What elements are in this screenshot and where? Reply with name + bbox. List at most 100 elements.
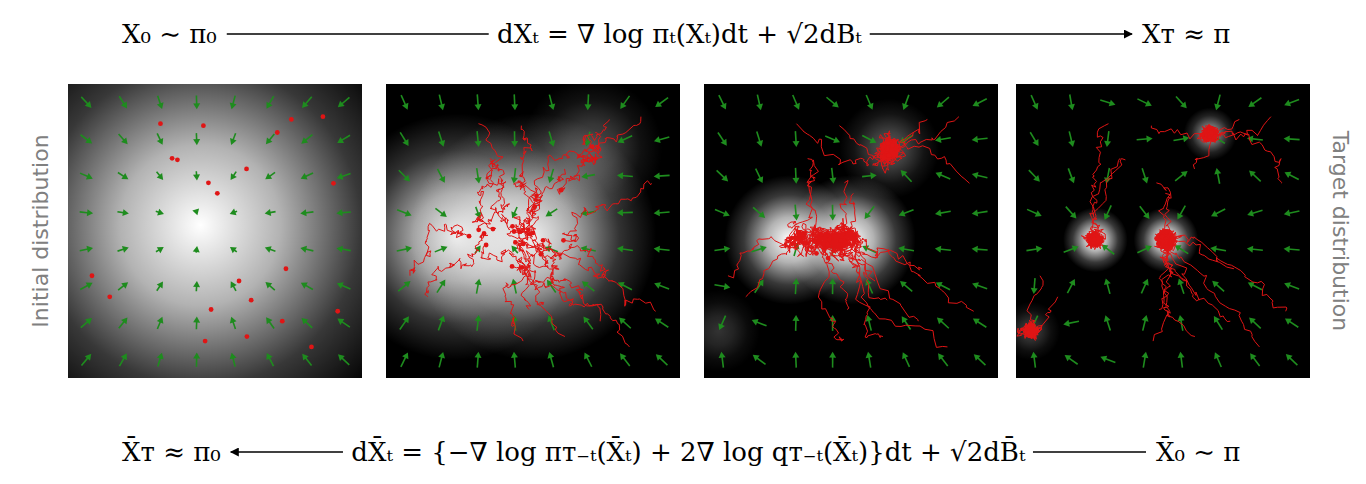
score-arrowhead: [265, 173, 272, 179]
score-arrowhead: [617, 246, 623, 253]
score-arrowhead: [230, 138, 237, 145]
expression-text: X̄₀ ∼ π: [1156, 437, 1240, 467]
particle-dot: [275, 130, 280, 135]
score-arrowhead: [157, 173, 164, 180]
score-arrowhead: [1286, 354, 1293, 361]
score-arrowhead: [656, 354, 663, 361]
side-label: Initial distribution: [28, 134, 53, 327]
score-arrowhead: [121, 353, 127, 360]
score-arrowhead: [546, 210, 553, 216]
score-arrowhead: [654, 173, 660, 180]
score-arrowhead: [1100, 356, 1107, 363]
math-expression: X₀ ∼ π₀: [118, 17, 221, 51]
score-arrowhead: [439, 280, 445, 287]
score-arrowhead: [122, 246, 129, 253]
score-arrowhead: [583, 316, 589, 323]
score-arrowhead: [1284, 282, 1291, 289]
particle-dot: [1086, 233, 1091, 238]
score-arrowhead: [720, 103, 726, 110]
particle-dot: [482, 231, 487, 236]
score-arrowhead: [157, 138, 163, 145]
particle-trajectory: [478, 124, 509, 230]
score-arrowhead: [719, 352, 726, 358]
score-arrowhead: [193, 246, 200, 252]
score-arrowhead: [829, 215, 836, 221]
score-arrowhead: [402, 139, 408, 146]
score-arrowhead: [1145, 245, 1152, 251]
score-arrowhead: [85, 137, 92, 143]
expression-text: X̄ᴛ ≈ π₀: [122, 437, 221, 467]
particle-dot: [158, 121, 163, 126]
particle-dot: [561, 238, 566, 243]
density-blob: [521, 84, 662, 219]
score-arrowhead: [935, 246, 941, 253]
score-arrowhead: [549, 140, 556, 147]
score-arrowhead: [547, 352, 554, 359]
score-arrowhead: [230, 209, 237, 216]
score-arrowhead: [756, 140, 763, 147]
particle-trajectory: [425, 233, 488, 297]
score-arrowhead: [898, 246, 905, 253]
score-arrowhead: [1104, 278, 1111, 285]
particle-trajectory: [880, 117, 959, 167]
score-arrowhead: [584, 352, 590, 359]
particle-trajectory: [514, 240, 565, 336]
score-arrowhead: [1285, 172, 1292, 178]
score-arrowhead: [870, 137, 877, 143]
score-arrowhead: [439, 176, 445, 183]
score-arrowhead: [760, 245, 767, 252]
score-arrowhead: [193, 174, 200, 180]
score-arrowhead: [753, 355, 760, 361]
score-arrowhead: [1036, 246, 1042, 253]
score-arrowhead: [902, 316, 908, 323]
particle-dot: [201, 123, 206, 128]
math-expression: X̄₀ ∼ π: [1152, 435, 1244, 469]
score-arrowhead: [758, 211, 765, 218]
particle-dot: [107, 294, 112, 299]
score-arrowhead: [230, 247, 237, 253]
particle-trajectory: [410, 223, 469, 275]
particle-dot: [245, 334, 250, 339]
particle-trajectory: [541, 252, 601, 321]
score-arrowhead: [1249, 317, 1256, 324]
score-arrowhead: [866, 352, 873, 358]
particle-dot: [1154, 236, 1159, 241]
score-arrowhead: [655, 101, 662, 107]
particle-dot: [321, 114, 326, 119]
expression-text: X₀ ∼ π₀: [122, 19, 217, 49]
math-expression: X̄ᴛ ≈ π₀: [118, 435, 225, 469]
score-arrowhead: [511, 246, 518, 253]
particle-dot: [1026, 330, 1031, 335]
particle-dot: [512, 229, 517, 234]
particle-dot: [510, 264, 515, 269]
score-arrowhead: [655, 318, 662, 324]
score-arrowhead: [157, 102, 164, 109]
particle-dot: [814, 251, 819, 256]
score-arrowhead: [1109, 100, 1116, 107]
score-arrowhead: [338, 354, 345, 361]
particle-trajectory: [516, 183, 540, 244]
score-arrowhead: [1181, 171, 1188, 177]
score-arrowhead: [899, 210, 906, 217]
score-arrowhead: [1143, 212, 1149, 219]
score-arrowhead: [936, 282, 943, 288]
particle-dot: [249, 298, 254, 303]
particle-trajectory: [1157, 232, 1260, 347]
score-arrowhead: [1031, 288, 1038, 294]
score-arrowhead: [403, 175, 410, 182]
score-arrowhead: [654, 209, 660, 216]
score-arrowhead: [1212, 281, 1219, 288]
score-arrowhead: [1284, 246, 1290, 253]
particle-dot: [237, 279, 242, 284]
particle-trajectory: [1081, 159, 1125, 249]
score-arrowhead: [402, 352, 408, 359]
score-arrowhead: [1180, 102, 1187, 109]
score-arrowhead: [972, 136, 978, 143]
panel-background: [1016, 84, 1310, 378]
score-arrowhead: [1032, 103, 1038, 110]
score-arrowhead: [265, 282, 272, 289]
particle-dot: [534, 193, 539, 198]
score-arrowhead: [193, 317, 200, 323]
